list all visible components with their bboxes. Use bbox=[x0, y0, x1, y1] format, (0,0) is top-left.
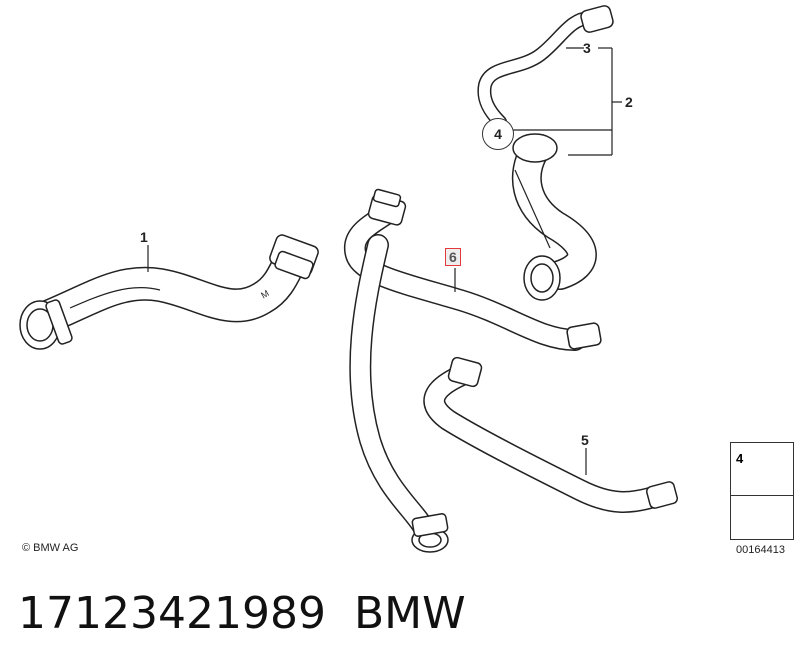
svg-text:M: M bbox=[259, 288, 270, 300]
callout-5: 5 bbox=[581, 432, 589, 448]
callout-3: 3 bbox=[583, 40, 591, 56]
brand-name: BMW bbox=[354, 588, 466, 639]
diagram-id: 00164413 bbox=[736, 544, 785, 556]
legend-box: 4 bbox=[730, 442, 794, 540]
leader-lines bbox=[147, 47, 622, 475]
legend-number: 4 bbox=[736, 451, 744, 466]
part-number: 17123421989 bbox=[18, 588, 326, 639]
callout-1: 1 bbox=[140, 229, 148, 245]
hose-part-2-3 bbox=[477, 5, 614, 301]
hose-part-5 bbox=[423, 356, 678, 513]
callout-2: 2 bbox=[625, 94, 633, 110]
callout-6: 6 bbox=[445, 248, 461, 266]
legend-divider bbox=[731, 495, 793, 496]
callout-4: 4 bbox=[482, 118, 514, 150]
hose-part-1: M bbox=[19, 234, 319, 350]
copyright-text: © BMW AG bbox=[22, 542, 79, 554]
hose-part-6 bbox=[344, 188, 602, 553]
